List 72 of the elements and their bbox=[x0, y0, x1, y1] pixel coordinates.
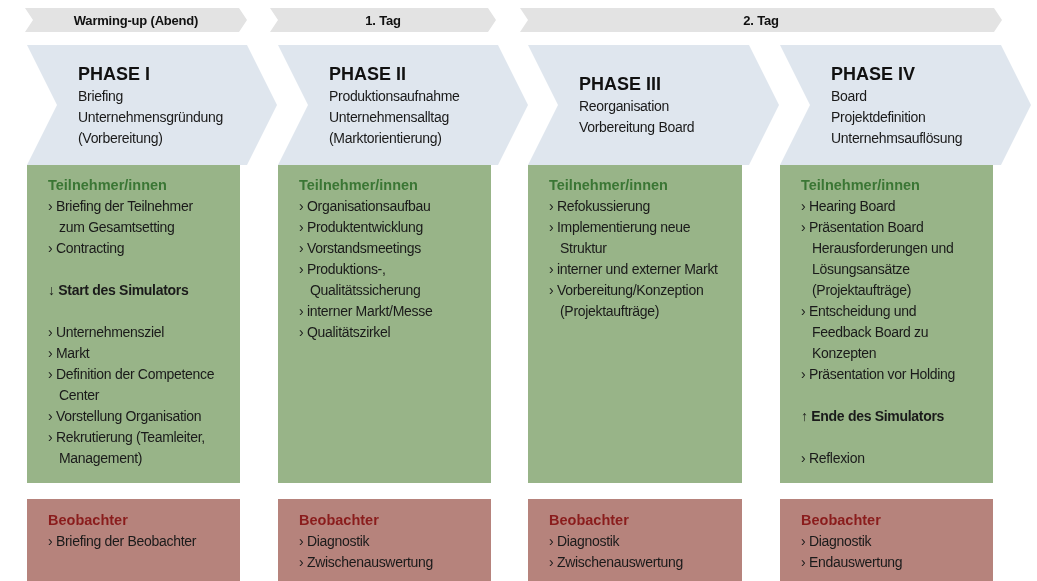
list-item: › Endauswertung bbox=[801, 553, 904, 572]
list-item: › Refokussierung bbox=[549, 197, 652, 216]
phase-header-panel bbox=[780, 45, 1031, 165]
phase-header-panel bbox=[27, 45, 277, 165]
participants-panel bbox=[278, 165, 491, 483]
observers-panel bbox=[528, 499, 742, 581]
list-item: › Hearing Board bbox=[801, 197, 897, 216]
day-header-panel bbox=[270, 8, 496, 32]
list-item: › Präsentation vor Holding bbox=[801, 365, 957, 384]
panel-heading: Beobachter bbox=[801, 511, 882, 530]
list-item: › Unternehmensziel bbox=[48, 323, 165, 342]
list-item: › Entscheidung und Feedback Board zu Konzepten bbox=[801, 302, 930, 363]
day-label: 2. Tag bbox=[743, 12, 779, 28]
list-item: › Implementierung neue Struktur bbox=[549, 218, 692, 258]
phase-description: Produktionsaufnahme bbox=[329, 86, 460, 106]
observers-panel bbox=[27, 499, 240, 581]
list-item: › interner Markt/Messe bbox=[299, 302, 434, 321]
panel-heading: Teilnehmer/innen bbox=[549, 176, 669, 195]
list-item: › Organisationsaufbau bbox=[299, 197, 432, 216]
panel-heading: Teilnehmer/innen bbox=[299, 176, 419, 195]
list-item: › Markt bbox=[48, 344, 91, 363]
phase-description: Unternehmensalltag bbox=[329, 107, 449, 127]
list-item: › Diagnostik bbox=[801, 532, 873, 551]
phase-description: Projektdefinition bbox=[831, 107, 926, 127]
list-item: › Qualitätszirkel bbox=[299, 323, 392, 342]
phase-header-panel bbox=[528, 45, 779, 165]
participants-panel bbox=[528, 165, 742, 483]
phase-description: (Marktorientierung) bbox=[329, 128, 442, 148]
phase-title: PHASE III bbox=[579, 73, 662, 96]
list-item: › Vorstandsmeetings bbox=[299, 239, 422, 258]
participants-panel bbox=[780, 165, 993, 483]
list-item: ↑ Ende des Simulators bbox=[801, 407, 946, 426]
panel-heading: Beobachter bbox=[48, 511, 129, 530]
phase-title: PHASE IV bbox=[831, 62, 916, 86]
observers-panel bbox=[278, 499, 491, 581]
phase-description: Vorbereitung Board bbox=[579, 118, 695, 137]
list-item: › Vorstellung Organisation bbox=[48, 407, 203, 426]
list-item: › Vorbereitung/Konzeption (Projektaufträge) bbox=[549, 281, 705, 321]
participants-panel bbox=[27, 165, 240, 483]
phase-description: Unternehmensgründung bbox=[78, 107, 223, 127]
day-header-panel bbox=[25, 8, 247, 32]
day-header-panel bbox=[520, 8, 1002, 32]
phase-description: Unternehmsauflösung bbox=[831, 128, 963, 148]
list-item: › Reflexion bbox=[801, 449, 866, 468]
day-label: Warming-up (Abend) bbox=[73, 12, 199, 28]
list-item: › Zwischenauswertung bbox=[299, 553, 435, 572]
list-item: › Briefing der Beobachter bbox=[48, 532, 198, 551]
phase-description: Briefing bbox=[78, 86, 124, 106]
phase-description: (Vorbereitung) bbox=[78, 128, 163, 148]
list-item: › Produktentwicklung bbox=[299, 218, 424, 237]
list-item: › interner und externer Markt bbox=[549, 260, 719, 279]
list-item: › Briefing der Teilnehmer zum Gesamtsetting bbox=[48, 197, 194, 237]
list-item: › Produktions-, Qualitätssicherung bbox=[299, 260, 422, 300]
phase-title: PHASE II bbox=[329, 62, 407, 86]
panel-heading: Beobachter bbox=[549, 511, 630, 530]
phase-description: Board bbox=[831, 86, 867, 106]
phase-title: PHASE I bbox=[78, 62, 151, 86]
panel-heading: Teilnehmer/innen bbox=[48, 176, 168, 195]
list-item: ↓ Start des Simulators bbox=[48, 281, 190, 300]
phase-description: Reorganisation bbox=[579, 97, 669, 116]
list-item: › Diagnostik bbox=[299, 532, 371, 551]
day-label: 1. Tag bbox=[365, 12, 401, 28]
list-item: › Rekrutierung (Teamleiter, Management) bbox=[48, 428, 206, 468]
list-item: › Contracting bbox=[48, 239, 126, 258]
list-item: › Zwischenauswertung bbox=[549, 553, 685, 572]
list-item: › Diagnostik bbox=[549, 532, 621, 551]
observers-panel bbox=[780, 499, 993, 581]
phase-header-panel bbox=[278, 45, 528, 165]
list-item: › Definition der Competence Center bbox=[48, 365, 216, 405]
panel-heading: Beobachter bbox=[299, 511, 380, 530]
list-item: › Präsentation Board Herausforderungen und Lösungsansätze (Projektaufträge) bbox=[801, 218, 955, 300]
panel-heading: Teilnehmer/innen bbox=[801, 176, 921, 195]
